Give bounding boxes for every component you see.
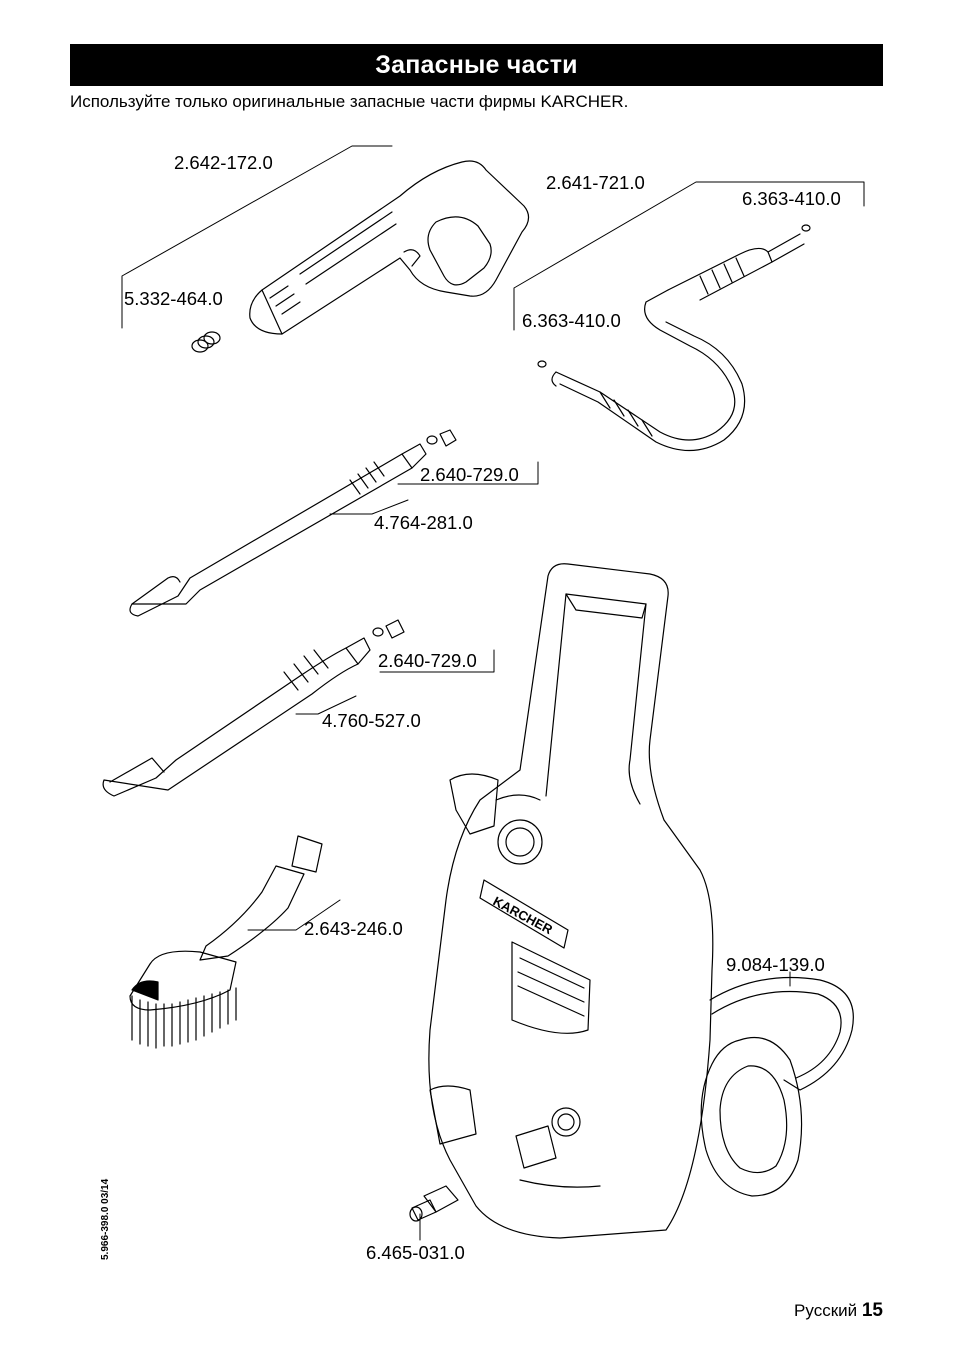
part-number-lance-oring: 2.640-729.0 (420, 464, 519, 485)
trigger-gun (249, 160, 530, 335)
brand-label: KARCHER (491, 893, 556, 937)
part-number-vario-lance: 4.760-527.0 (322, 710, 421, 731)
page-title-text: Запасные части (375, 50, 578, 79)
part-number-vario-oring: 2.640-729.0 (378, 650, 477, 671)
part-number-hose-oring-right: 6.363-410.0 (742, 188, 841, 209)
hose-coupling (409, 1185, 459, 1222)
pressure-washer-unit (428, 563, 854, 1239)
vario-lance (102, 619, 405, 797)
part-number-hose-oring-left: 6.363-410.0 (522, 310, 621, 331)
part-number-gun-spring: 5.332-464.0 (124, 288, 223, 309)
gun-spring (191, 331, 221, 353)
part-number-hose: 2.641-721.0 (546, 172, 645, 193)
footer-language: Русский (794, 1301, 858, 1320)
part-number-hose-coupling: 6.465-031.0 (366, 1242, 465, 1263)
part-number-garden-hose: 9.084-139.0 (726, 954, 825, 975)
intro-text: Используйте только оригинальные запасные… (70, 92, 629, 111)
page-number: 15 (861, 1300, 883, 1321)
part-number-wash-brush: 2.643-246.0 (304, 918, 403, 939)
part-number-trigger-gun: 2.642-172.0 (174, 152, 273, 173)
page-footer: Русский 15 (794, 1300, 883, 1322)
high-pressure-hose (537, 224, 811, 452)
page-title: Запасные части (70, 44, 883, 86)
wash-brush (129, 835, 323, 1049)
document-code: 5.966-398.0 03/14 (100, 1178, 111, 1260)
part-number-spray-lance: 4.764-281.0 (374, 512, 473, 533)
leader-lines (121, 145, 865, 1241)
spray-lance (129, 429, 457, 617)
